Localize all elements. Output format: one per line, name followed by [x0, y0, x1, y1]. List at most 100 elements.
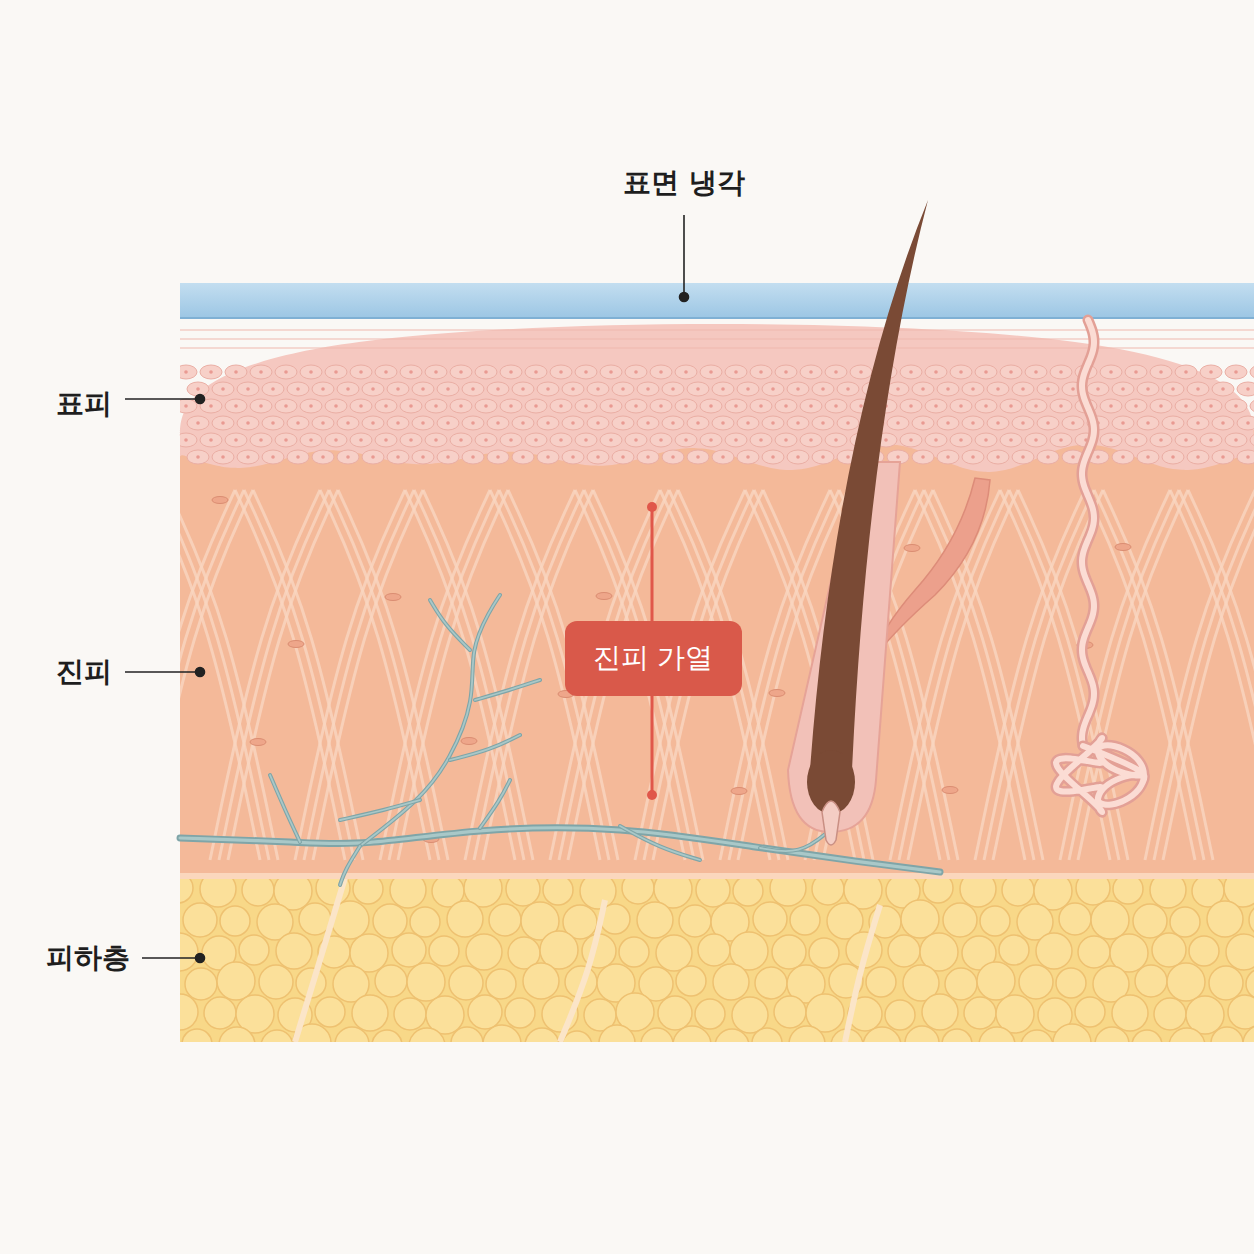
- cell-nucleus: [284, 370, 288, 374]
- cell-nucleus: [984, 438, 988, 442]
- epidermis-cell: [500, 399, 522, 413]
- cell-nucleus: [796, 387, 800, 391]
- cell-nucleus: [771, 455, 775, 459]
- fat-cell: [353, 878, 383, 904]
- cell-nucleus: [746, 421, 750, 425]
- cell-nucleus: [334, 404, 338, 408]
- epidermis-cell: [787, 416, 809, 430]
- cell-nucleus: [946, 421, 950, 425]
- cell-nucleus: [896, 455, 900, 459]
- cell-nucleus: [459, 404, 463, 408]
- fat-cell: [451, 1027, 483, 1042]
- epidermis-cell: [1037, 416, 1059, 430]
- fat-cell: [1112, 995, 1148, 1031]
- epidermis-cell: [975, 399, 997, 413]
- epidermis-cell: [925, 433, 947, 447]
- collagen-fiber: [398, 490, 508, 860]
- epidermis-cell: [687, 450, 709, 464]
- epidermis-cell: [287, 382, 309, 396]
- epidermis-cell: [1037, 450, 1059, 464]
- epidermis-cell: [400, 365, 422, 379]
- collagen-fiber: [180, 490, 253, 860]
- fat-cell: [489, 904, 521, 936]
- fat-cell: [449, 966, 483, 1000]
- cell-nucleus: [546, 455, 550, 459]
- fat-cell: [943, 903, 977, 937]
- cell-nucleus: [1234, 438, 1238, 442]
- cell-nucleus: [1196, 387, 1200, 391]
- cell-nucleus: [271, 421, 275, 425]
- cell-nucleus: [534, 438, 538, 442]
- leader-line: [125, 398, 200, 400]
- vessel-highlight: [270, 775, 300, 842]
- cell-nucleus: [1234, 404, 1238, 408]
- cell-nucleus: [809, 438, 813, 442]
- epidermis-cell: [387, 450, 409, 464]
- fat-cell: [466, 934, 502, 970]
- epidermis-cell: [1212, 450, 1234, 464]
- fat-cell: [923, 878, 953, 903]
- cell-nucleus: [734, 404, 738, 408]
- fat-cell: [1226, 934, 1254, 970]
- leader-line: [683, 215, 685, 297]
- cell-nucleus: [246, 387, 250, 391]
- epidermis-cell: [300, 433, 322, 447]
- epidermis-cell: [987, 382, 1009, 396]
- epidermis-cell: [412, 382, 434, 396]
- cell-nucleus: [1009, 370, 1013, 374]
- epidermis-cell: [262, 382, 284, 396]
- epidermis-cell: [1100, 365, 1122, 379]
- leader-dot: [196, 954, 205, 963]
- epidermis-cell: [487, 382, 509, 396]
- fibroblast: [1115, 544, 1131, 551]
- epidermis-cell: [612, 382, 634, 396]
- fat-cell: [1132, 1030, 1162, 1042]
- cell-nucleus: [359, 370, 363, 374]
- fat-cell: [1091, 901, 1129, 939]
- cell-nucleus: [509, 370, 513, 374]
- fibroblast: [212, 497, 228, 504]
- cell-nucleus: [384, 370, 388, 374]
- vessel-highlight: [430, 600, 470, 650]
- epidermis-cell: [562, 382, 584, 396]
- cell-nucleus: [1121, 455, 1125, 459]
- epidermis-cell: [537, 382, 559, 396]
- vessel-branch: [340, 846, 360, 885]
- gland-lumen: [1056, 738, 1145, 812]
- cell-nucleus: [446, 421, 450, 425]
- cell-nucleus: [584, 370, 588, 374]
- cell-nucleus: [596, 421, 600, 425]
- cell-nucleus: [334, 370, 338, 374]
- cell-nucleus: [484, 404, 488, 408]
- epidermis-cell: [1137, 416, 1159, 430]
- cell-nucleus: [596, 455, 600, 459]
- cell-nucleus: [1196, 455, 1200, 459]
- cell-nucleus: [1146, 455, 1150, 459]
- gland-lumen: [1082, 320, 1094, 746]
- epidermis-cell: [462, 382, 484, 396]
- vessel-branch: [760, 830, 830, 851]
- epidermis-cell: [237, 416, 259, 430]
- fat-cell: [486, 969, 516, 999]
- cell-nucleus: [1171, 455, 1175, 459]
- cell-nucleus: [259, 404, 263, 408]
- cell-nucleus: [909, 438, 913, 442]
- cell-nucleus: [971, 387, 975, 391]
- epidermis-cell: [225, 433, 247, 447]
- cell-nucleus: [721, 455, 725, 459]
- fat-cell: [468, 995, 502, 1029]
- epidermis-cell: [375, 433, 397, 447]
- cell-nucleus: [746, 387, 750, 391]
- cell-nucleus: [246, 421, 250, 425]
- epidermis-cell: [500, 433, 522, 447]
- epidermis-cell: [225, 365, 247, 379]
- cell-nucleus: [1009, 404, 1013, 408]
- vessel-branch: [360, 595, 500, 846]
- epidermis-cell: [975, 433, 997, 447]
- fat-cell: [945, 968, 977, 1000]
- fibroblast: [731, 788, 747, 795]
- epidermis-cell: [937, 382, 959, 396]
- fat-cell: [505, 998, 535, 1028]
- epidermis-cell: [475, 399, 497, 413]
- cell-nucleus: [1109, 370, 1113, 374]
